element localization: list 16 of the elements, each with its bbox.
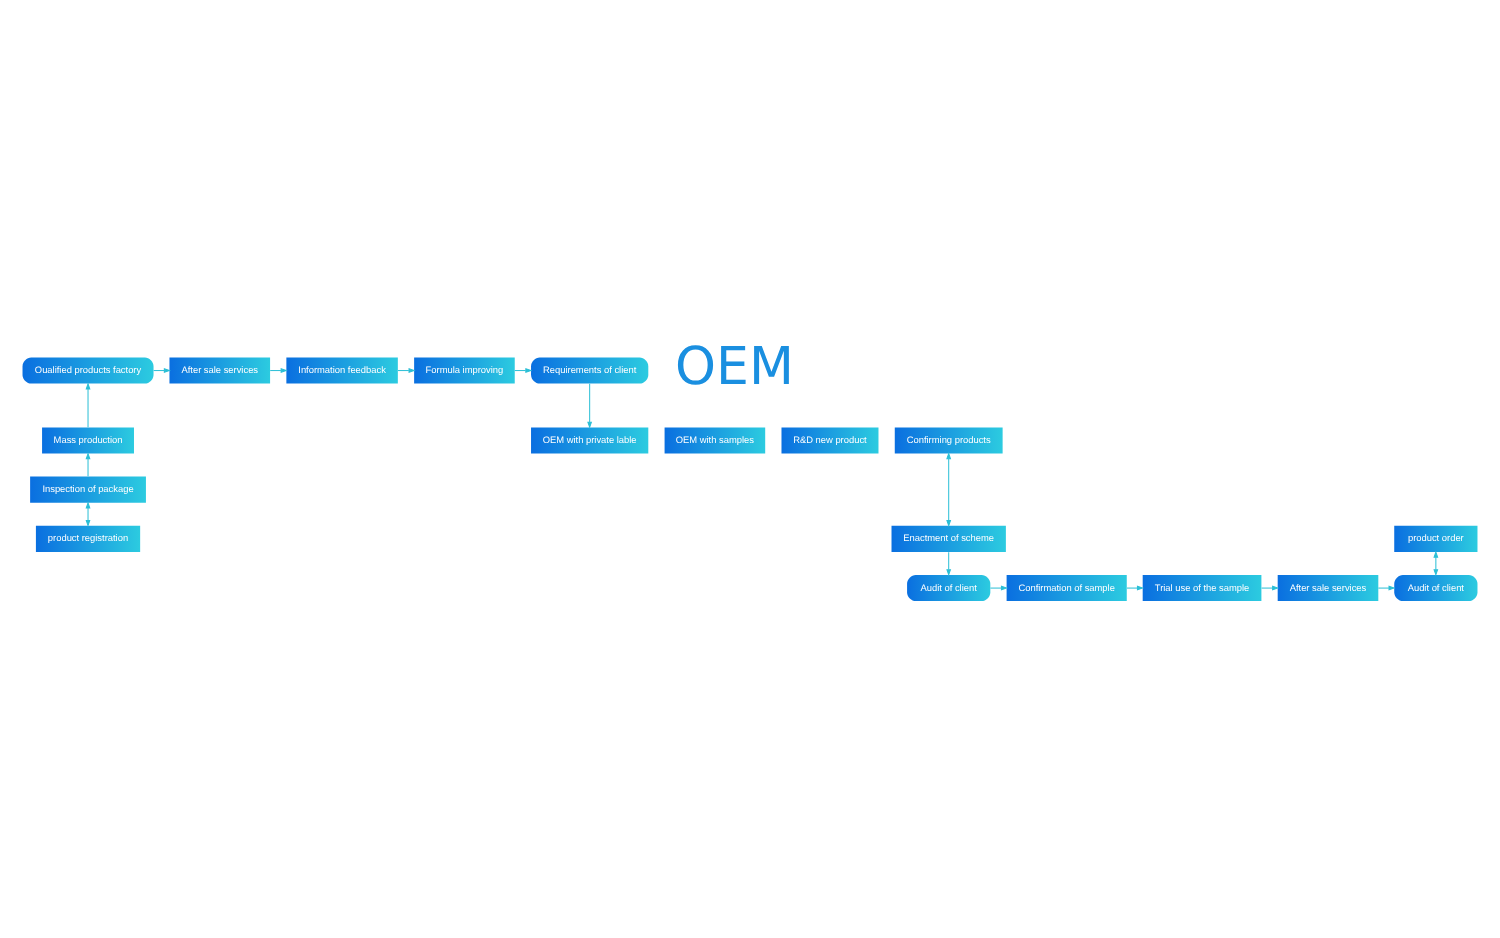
arrow xyxy=(514,368,533,374)
arrow xyxy=(397,368,416,374)
arrow xyxy=(153,368,171,374)
arrow xyxy=(587,383,593,429)
arrow xyxy=(85,452,91,477)
arrow xyxy=(1126,585,1145,591)
arrow xyxy=(946,452,952,528)
arrow xyxy=(1433,550,1439,577)
arrow xyxy=(946,551,952,577)
arrow xyxy=(85,501,91,528)
arrow xyxy=(269,368,288,374)
arrow xyxy=(1377,585,1396,591)
arrow xyxy=(85,382,91,428)
arrow xyxy=(989,585,1009,591)
arrow xyxy=(1261,585,1280,591)
label: OEM xyxy=(675,337,794,398)
